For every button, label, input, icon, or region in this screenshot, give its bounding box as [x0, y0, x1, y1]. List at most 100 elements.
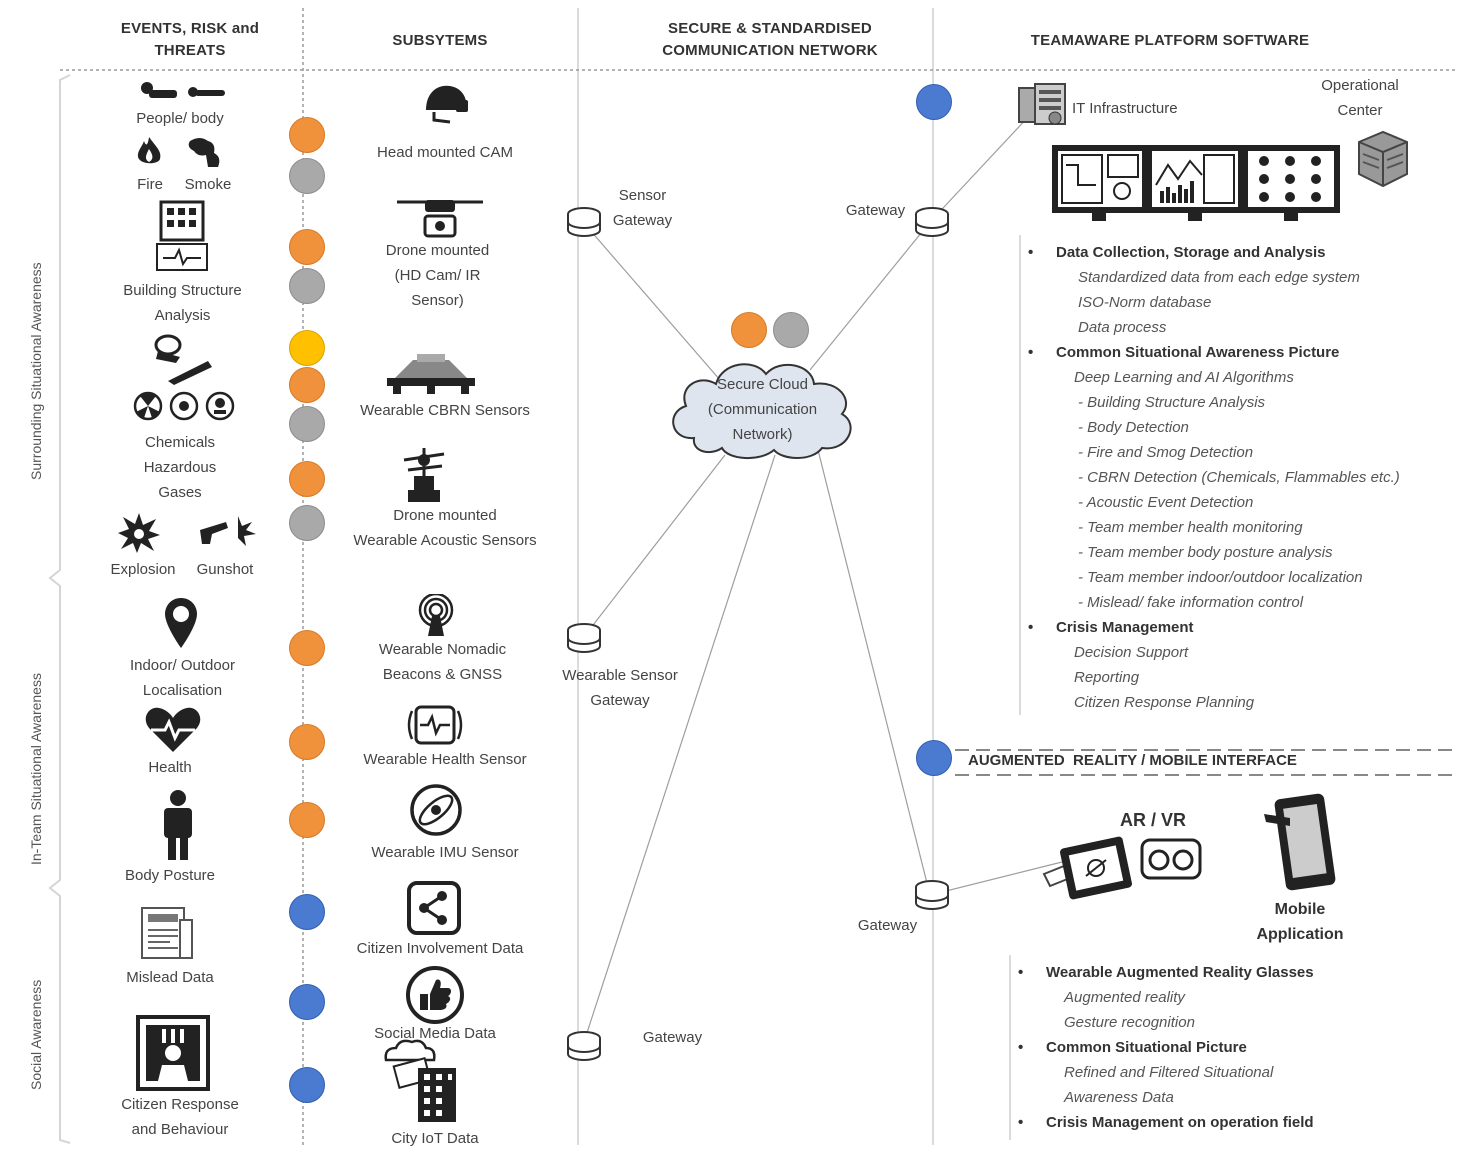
status-dot-yellow: [289, 330, 325, 366]
city-iot-icon: [382, 1038, 462, 1124]
wearable-gateway-label: Wearable Sensor Gateway: [562, 667, 678, 709]
status-dot-orange: [289, 630, 325, 666]
platform-section-item: Citizen Response Planning: [1074, 694, 1255, 711]
bottom-gateway-icon: [566, 1030, 602, 1062]
top-right-gateway-icon: [914, 206, 950, 238]
status-dot-grey: [289, 406, 325, 442]
platform-section-title: Common Situational Awareness Picture: [1022, 340, 1457, 365]
event-smoke: Smoke: [184, 176, 232, 193]
citizen-response-icon: [136, 1015, 210, 1091]
status-dot-orange: [289, 802, 325, 838]
cloud-label: Secure Cloud (Communication Network): [707, 376, 818, 443]
status-dot-orange: [289, 461, 325, 497]
heart-icon: [145, 706, 201, 754]
top-right-gateway-label: Gateway: [845, 202, 906, 219]
header-platform: TEAMAWARE PLATFORM SOFTWARE: [1030, 32, 1310, 49]
ar-section-item: Augmented reality: [1064, 989, 1185, 1006]
platform-section-item: - Body Detection: [1078, 419, 1189, 436]
subsystem-beacons: Wearable Nomadic Beacons & GNSS: [378, 641, 507, 683]
status-dot-grey: [773, 312, 809, 348]
cloud-icon: [662, 352, 862, 464]
ar-section-title: Wearable Augmented Reality Glasses: [1012, 960, 1452, 985]
ar-section-item: Awareness Data: [1064, 1089, 1174, 1106]
right-gateway-icon: [914, 879, 950, 911]
thumbs-up-icon: [404, 966, 466, 1024]
mobile-phone-icon: [1262, 792, 1336, 892]
platform-section-item: - CBRN Detection (Chemicals, Flammables …: [1078, 469, 1400, 486]
people-icon: [135, 80, 230, 108]
ops-server-icon: [1355, 128, 1411, 188]
platform-section-item: - Team member health monitoring: [1078, 519, 1303, 536]
ar-features-list: Wearable Augmented Reality Glasses Augme…: [1012, 960, 1452, 1135]
subsystem-health-sensor: Wearable Health Sensor: [363, 751, 527, 768]
status-dot-grey: [289, 268, 325, 304]
subsystem-cbrn: Wearable CBRN Sensors: [360, 402, 530, 419]
status-dot-orange: [731, 312, 767, 348]
platform-section-title: Data Collection, Storage and Analysis: [1022, 240, 1457, 265]
status-dot-grey: [289, 158, 325, 194]
platform-section-item: - Team member body posture analysis: [1078, 544, 1333, 561]
subsystem-social-media: Social Media Data: [374, 1025, 496, 1042]
label-surrounding-awareness: Surrounding Situational Awareness: [28, 262, 44, 480]
it-infrastructure-label: IT Infrastructure: [1072, 100, 1178, 117]
ops-center-label: Operational Center: [1321, 77, 1399, 119]
platform-section-item: Standardized data from each edge system: [1078, 269, 1360, 286]
chemical-barrel-icon: [150, 333, 215, 385]
label-social-awareness: Social Awareness: [28, 979, 44, 1090]
header-events: EVENTS, RISK and THREATS: [120, 20, 260, 59]
ar-tablet-icon: [1040, 832, 1140, 908]
subsystem-citizen-data: Citizen Involvement Data: [356, 940, 524, 957]
smoke-icon: [186, 135, 226, 171]
event-posture: Body Posture: [124, 867, 216, 884]
hazard-symbols-icon: [132, 390, 238, 422]
ar-section-title: Common Situational Picture: [1012, 1035, 1452, 1060]
arvr-label: AR / VR: [1120, 810, 1187, 830]
header-subsystems: SUBSYTEMS: [392, 32, 488, 49]
sensor-gateway-icon: [566, 206, 602, 238]
ar-section-item: Refined and Filtered Situational: [1064, 1064, 1274, 1081]
explosion-icon: [118, 513, 160, 553]
it-infrastructure-icon: [1015, 82, 1069, 130]
platform-section-item: - Team member indoor/outdoor localizatio…: [1078, 569, 1363, 586]
bottom-gateway-label: Gateway: [642, 1029, 703, 1046]
status-dot-orange: [289, 117, 325, 153]
header-network: SECURE & STANDARDISED COMMUNICATION NETW…: [662, 20, 878, 59]
building-icon: [155, 200, 210, 272]
location-pin-icon: [163, 596, 199, 650]
share-icon: [406, 880, 462, 936]
event-localisation: Indoor/ Outdoor Localisation: [129, 657, 236, 699]
mobile-app-label: Mobile Application: [1256, 901, 1344, 943]
platform-section-item: - Fire and Smog Detection: [1078, 444, 1254, 461]
cbrn-sensor-icon: [383, 352, 479, 394]
platform-features-list: Data Collection, Storage and Analysis St…: [1022, 240, 1457, 715]
status-dot-blue: [916, 84, 952, 120]
status-dot-grey: [289, 505, 325, 541]
dashboard-monitors-icon: [1052, 145, 1342, 225]
fire-icon: [134, 135, 164, 167]
mislead-document-icon: [140, 906, 196, 962]
event-health: Health: [148, 759, 192, 776]
event-fire: Fire: [137, 176, 163, 193]
status-dot-blue: [289, 894, 325, 930]
body-posture-icon: [158, 790, 198, 862]
subsystem-city-iot: City IoT Data: [391, 1130, 479, 1147]
imu-sensor-icon: [408, 782, 464, 838]
status-dot-orange: [289, 367, 325, 403]
beacon-icon: [416, 594, 456, 638]
platform-section-item: - Mislead/ fake information control: [1078, 594, 1304, 611]
event-explosion: Explosion: [110, 561, 176, 578]
subsystem-acoustic: Drone mounted Wearable Acoustic Sensors: [353, 507, 537, 549]
status-dot-orange: [289, 229, 325, 265]
event-mislead: Mislead Data: [126, 969, 214, 986]
platform-section-item: Data process: [1078, 319, 1167, 336]
platform-section-item: ISO-Norm database: [1078, 294, 1212, 311]
platform-section-item: Deep Learning and AI Algorithms: [1074, 369, 1294, 386]
event-building: Building Structure Analysis: [123, 282, 242, 324]
event-people: People/ body: [136, 110, 224, 127]
status-dot-blue: [916, 740, 952, 776]
right-gateway-label: Gateway: [857, 917, 918, 934]
gunshot-icon: [198, 512, 258, 548]
subsystem-head-cam: Head mounted CAM: [377, 144, 513, 161]
event-citizen: Citizen Response and Behaviour: [121, 1096, 239, 1138]
